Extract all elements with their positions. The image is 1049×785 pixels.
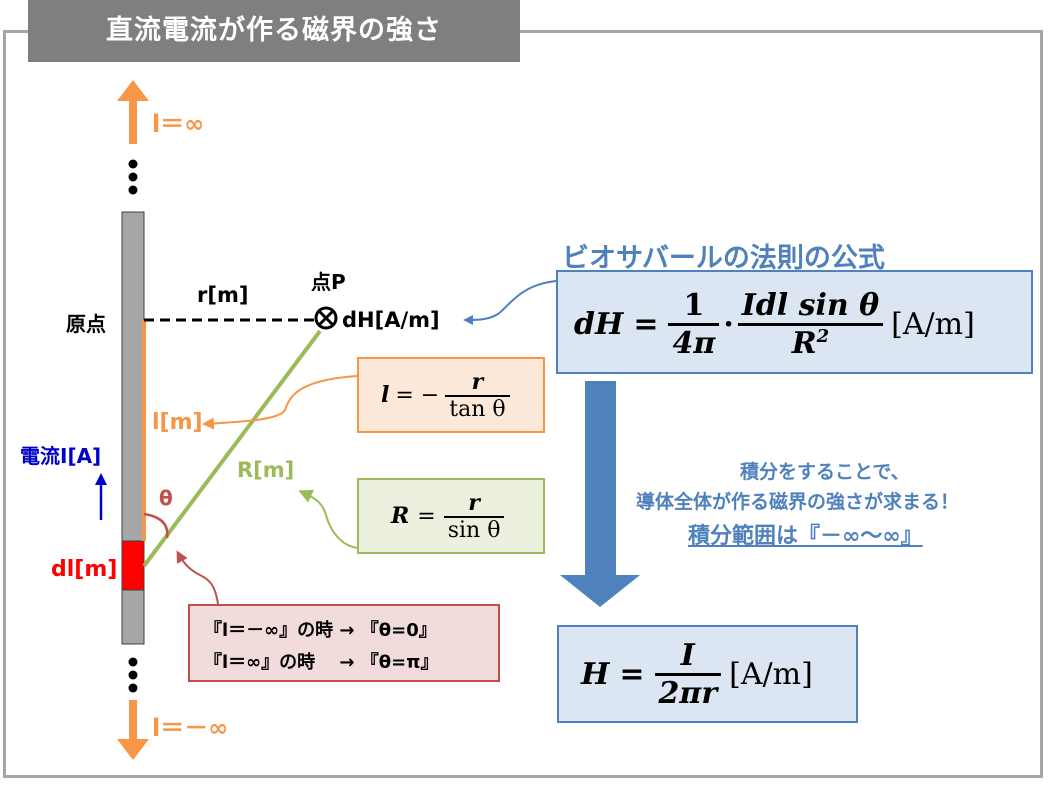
bs-dot: ·	[723, 306, 734, 342]
point-p-into-page-icon	[314, 306, 338, 330]
bs-den: R2	[738, 326, 883, 361]
dh-label: dH[A/m]	[342, 308, 440, 332]
bs-coef-den: 4π	[672, 325, 716, 361]
l-formula-box: l = − r tan θ	[357, 357, 545, 433]
point-p-label: 点P	[311, 270, 346, 294]
result-formula-box: H = I 2πr [A/m]	[557, 625, 858, 723]
l-label: l[m]	[152, 410, 203, 435]
bs-unit: [A/m]	[891, 306, 975, 342]
l-formula-den: tan θ	[449, 396, 506, 422]
integration-note-line2: 導体全体が作る磁界の強さが求まる！	[636, 491, 960, 513]
arrow-up-infinity	[117, 80, 149, 144]
callout-R	[298, 489, 358, 549]
R-formula-eq: =	[417, 503, 436, 529]
R-formula-num: r	[443, 490, 505, 518]
r-label: r[m]	[197, 283, 249, 307]
theta-label: θ	[159, 486, 173, 510]
l-formula-num: r	[445, 369, 510, 397]
bs-main-fraction: Idl sin θ R2	[737, 288, 884, 361]
bs-coefficient: 1 4π	[668, 288, 720, 361]
l-formula-eq: = −	[395, 382, 440, 408]
ellipsis-bottom	[128, 657, 138, 693]
biot-savart-heading: ビオサバールの法則の公式	[562, 243, 885, 274]
l-formula-lhs: l	[381, 382, 390, 408]
integration-note-line1: 積分をすることで、	[740, 461, 910, 483]
theta-arc	[143, 512, 169, 539]
page-title: 直流電流が作る磁界の強さ	[28, 0, 520, 62]
biot-savart-formula-box: dH = 1 4π · Idl sin θ R2 [A/m]	[556, 270, 1033, 374]
R-formula-den: sin θ	[447, 517, 501, 543]
distance-R-line	[142, 329, 322, 568]
l-infinity-top-label: l＝∞	[152, 110, 205, 138]
result-fraction: I 2πr	[654, 638, 722, 711]
bs-coef-num: 1	[668, 288, 720, 326]
result-equals: =	[619, 656, 645, 692]
callout-dh	[463, 280, 557, 325]
R-formula-fraction: r sin θ	[443, 490, 505, 543]
limits-note-box: 『l＝－∞』の時 → 『θ=0』 『l＝∞』の時 → 『θ=π』	[188, 604, 500, 682]
bs-den-base: R	[791, 325, 817, 361]
callout-l	[202, 375, 358, 430]
result-unit: [A/m]	[729, 656, 813, 692]
dl-label: dl[m]	[51, 557, 118, 582]
limits-note-line1: 『l＝－∞』の時 → 『θ=0』	[204, 620, 437, 641]
R-formula-box: R = r sin θ	[357, 478, 545, 554]
arrow-down-neg-infinity	[117, 700, 149, 760]
R-label: R[m]	[237, 458, 295, 482]
limits-note-line2: 『l＝∞』の時 → 『θ=π』	[204, 652, 439, 673]
result-num: I	[654, 638, 722, 676]
integration-note-line3: 積分範囲は『－∞～∞』	[688, 524, 923, 549]
current-element-dl	[121, 540, 145, 591]
bs-lhs: dH	[574, 306, 624, 342]
current-label: 電流I[A]	[20, 444, 102, 468]
ellipsis-top	[128, 159, 138, 195]
origin-label: 原点	[66, 312, 106, 336]
l-neg-infinity-bottom-label: l＝－∞	[152, 714, 229, 742]
l-formula-fraction: r tan θ	[445, 369, 510, 422]
diagram-frame	[3, 30, 1043, 778]
integration-arrow	[560, 381, 640, 607]
result-den: 2πr	[658, 675, 718, 711]
result-lhs: H	[581, 656, 610, 692]
R-formula-lhs: R	[391, 503, 410, 529]
callout-theta	[176, 550, 219, 605]
bs-den-exp: 2	[816, 325, 830, 347]
bs-equals: =	[633, 306, 659, 342]
bs-num: Idl sin θ	[737, 288, 884, 326]
